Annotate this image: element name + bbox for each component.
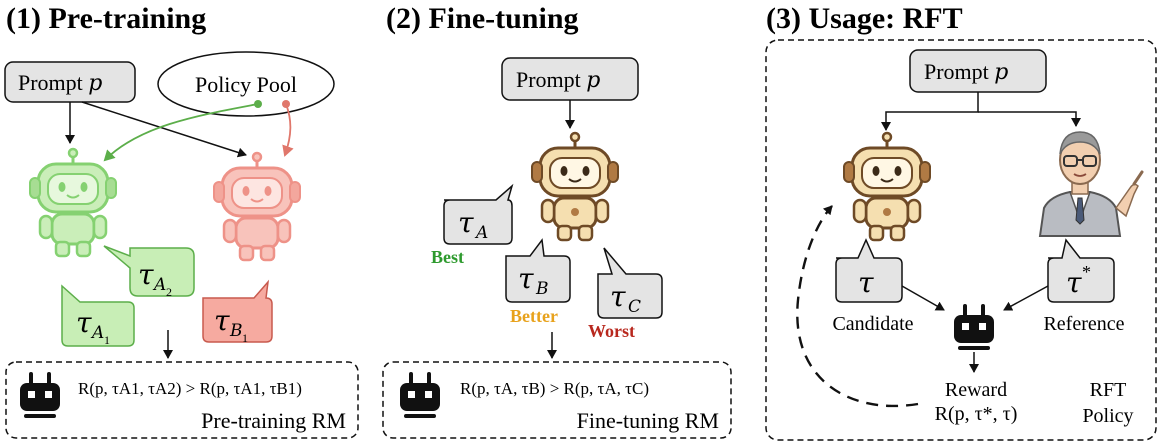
bubble-tau-reference: τ *: [1047, 238, 1115, 303]
arrow-pool-green: [103, 103, 259, 162]
svg-text:B: B: [535, 279, 549, 299]
svg-text:Pre-training RM: Pre-training RM: [201, 408, 346, 433]
policy-pool-ellipse: Policy Pool: [157, 51, 335, 117]
finetune-rm-box: R(p, τA, τB) > R(p, τA, τC) Fine-tuning …: [382, 361, 732, 439]
pretrain-title: (1) Pre-training: [6, 2, 206, 35]
reward-formula: R(p, τ*, τ): [935, 403, 1018, 425]
svg-text:1: 1: [104, 333, 110, 347]
reference-person-icon: [1038, 131, 1144, 237]
svg-text:A: A: [474, 223, 488, 243]
svg-text:Prompt p: Prompt p: [516, 67, 600, 93]
robot-green: [29, 147, 117, 258]
robot-red: [213, 151, 301, 262]
bubble-tau-b: τ B: [505, 238, 571, 303]
pretrain-rm-box: R(p, τA1, τA2) > R(p, τA1, τB1) Pre-trai…: [5, 361, 359, 439]
usage-prompt-box: Prompt p: [909, 49, 1047, 93]
svg-text:C: C: [628, 297, 641, 317]
robot-finetune: [530, 131, 620, 242]
svg-text:A: A: [152, 275, 166, 295]
reward-bot-icon: [952, 304, 996, 352]
label-rft: RFT: [1090, 379, 1127, 401]
svg-text:τ: τ: [1066, 266, 1082, 299]
usage-title: (3) Usage: RFT: [766, 2, 963, 35]
arrow-prompt-red: [81, 101, 247, 158]
label-worst: Worst: [588, 321, 635, 341]
arrow-candidate-reward: [901, 285, 945, 311]
svg-text:R(p, τA, τB) > R: R(p, τA, τB) > R(p, τA, τC): [460, 379, 649, 398]
bubble-tau-a1: τ A 1: [61, 284, 135, 347]
svg-text:τ: τ: [76, 306, 92, 339]
label-policy: Policy: [1082, 405, 1133, 427]
arrow-usage-prompt-candidate: [881, 92, 979, 131]
svg-text:B: B: [229, 321, 243, 341]
svg-text:τ: τ: [138, 258, 154, 291]
arrow-pool-red: [282, 103, 294, 157]
bubble-tau-b1: τ B 1: [202, 279, 273, 345]
svg-text:2: 2: [166, 285, 172, 299]
svg-text:Policy Pool: Policy Pool: [195, 72, 297, 97]
arrow-feedback-loop: [796, 205, 919, 408]
svg-text:τ: τ: [858, 266, 874, 299]
bubble-tau-a: τ A: [443, 183, 514, 245]
svg-text:A: A: [90, 323, 104, 343]
finetune-title: (2) Fine-tuning: [386, 2, 579, 35]
arrow-reference-reward: [1003, 285, 1049, 311]
label-candidate: Candidate: [832, 313, 913, 335]
bubble-tau-a2: τ A 2: [103, 245, 195, 299]
svg-text:τ: τ: [214, 304, 230, 337]
label-best: Best: [431, 247, 464, 267]
svg-text:Prompt p: Prompt p: [18, 70, 102, 96]
usage-dashed-frame: [765, 39, 1157, 441]
pretrain-prompt-box: Prompt p: [4, 61, 136, 103]
svg-text:*: *: [1082, 262, 1091, 282]
robot-usage: [842, 131, 932, 242]
svg-text:τ: τ: [458, 206, 474, 239]
finetune-prompt-box: Prompt p: [501, 57, 639, 101]
svg-text:Fine-tuning RM: Fine-tuning RM: [577, 408, 719, 433]
label-reward: Reward: [945, 379, 1007, 401]
label-reference: Reference: [1043, 313, 1124, 335]
label-better: Better: [510, 306, 558, 326]
arrow-usage-prompt-reference: [978, 111, 1081, 127]
svg-text:1: 1: [242, 331, 248, 345]
svg-text:Prompt p: Prompt p: [924, 59, 1008, 85]
bubble-tau-c: τ C: [597, 247, 663, 319]
svg-text:τ: τ: [518, 262, 534, 295]
bubble-tau-candidate: τ: [835, 238, 903, 303]
svg-text:τ: τ: [610, 280, 626, 313]
svg-text:R(p, τA1, τA2) >: R(p, τA1, τA2) > R(p, τA1, τB1): [78, 379, 302, 398]
